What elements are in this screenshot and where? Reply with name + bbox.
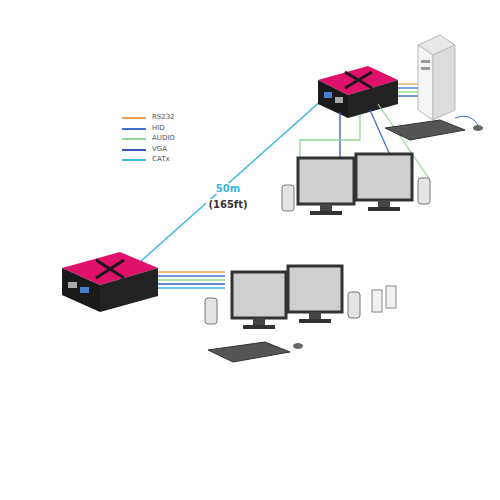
monitor — [298, 158, 354, 215]
legend-swatch — [122, 117, 146, 119]
legend-text: AUDIO — [152, 134, 175, 142]
keyboard — [385, 120, 465, 140]
monitor — [356, 154, 412, 211]
speaker — [348, 292, 360, 318]
mouse-cable — [455, 116, 478, 125]
legend-swatch — [122, 138, 146, 140]
monitor — [232, 272, 286, 329]
legend-text: RS232 — [152, 113, 175, 121]
speaker — [205, 298, 217, 324]
local-wires — [158, 272, 225, 288]
legend-swatch — [122, 149, 146, 151]
legend-swatch — [122, 159, 146, 161]
legend-text: VGA — [152, 145, 167, 153]
mouse — [473, 125, 483, 131]
computer-tower — [418, 35, 455, 120]
monitor — [288, 266, 342, 323]
mouse — [293, 343, 303, 349]
distance-label: 50m — [214, 183, 242, 194]
keyboard — [208, 342, 290, 362]
legend-swatch — [122, 128, 146, 130]
legend-text: CATx — [152, 155, 170, 163]
usb-device — [372, 290, 382, 312]
speaker — [418, 178, 430, 204]
usb-device — [386, 286, 396, 308]
extender-unit — [318, 66, 398, 118]
catx-cable — [140, 100, 322, 262]
speaker — [282, 185, 294, 211]
extender-unit — [62, 252, 158, 312]
distance-label: (165ft) — [206, 199, 249, 210]
legend-text: HID — [152, 124, 165, 132]
